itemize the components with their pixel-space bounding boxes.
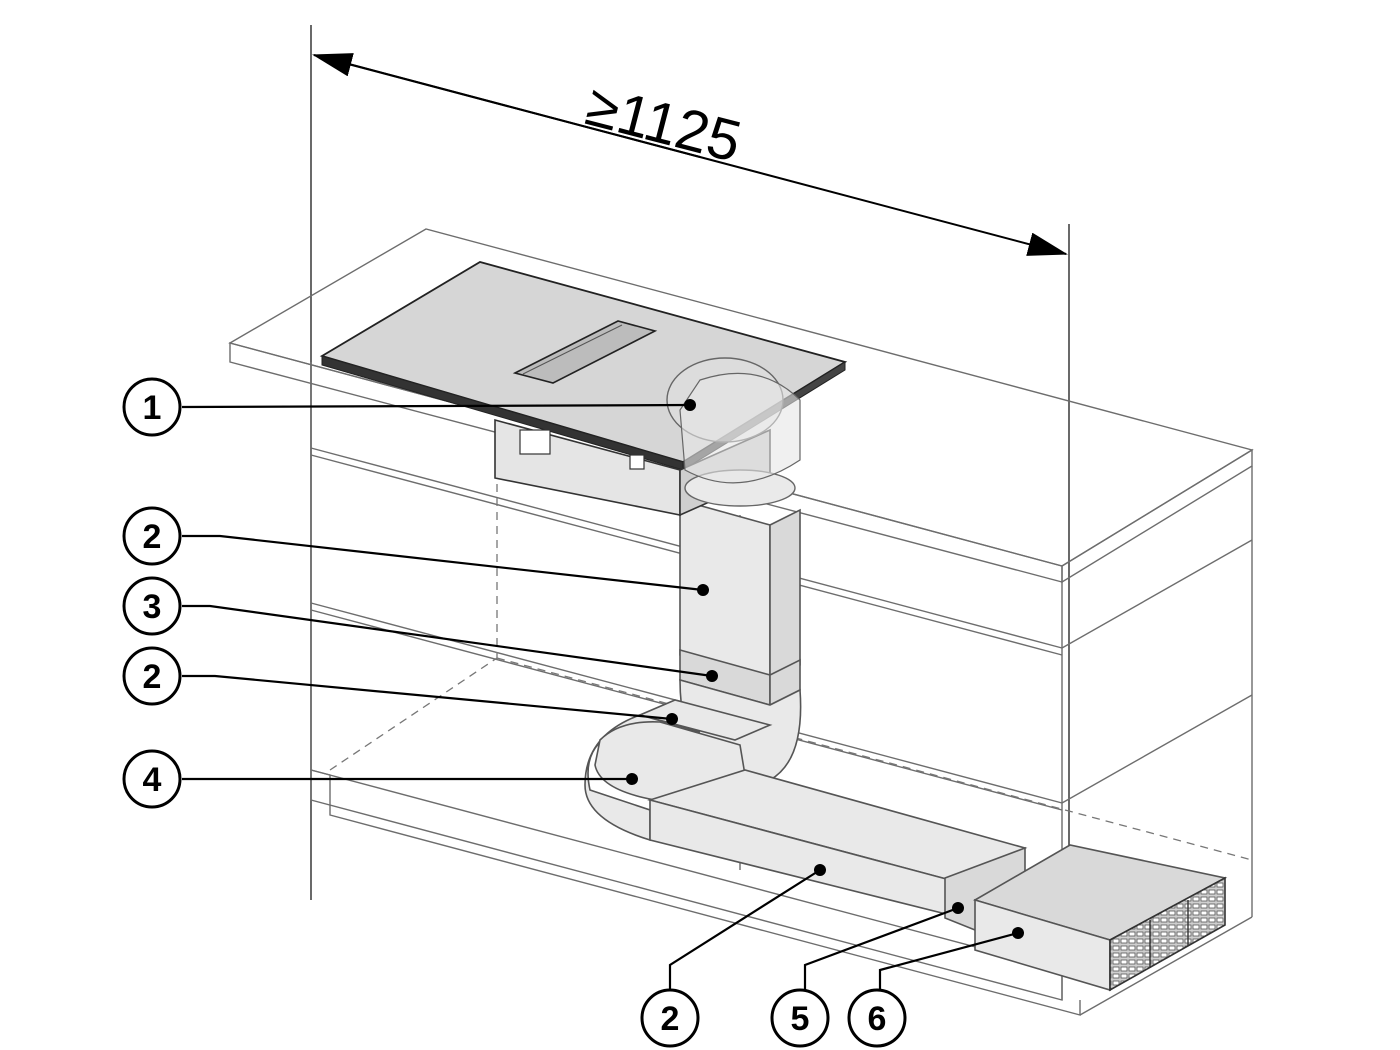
cooktop bbox=[319, 261, 848, 517]
leader-dot-2c bbox=[814, 864, 826, 876]
callout-3-label: 3 bbox=[143, 588, 162, 626]
worktop-side bbox=[1061, 448, 1253, 584]
drawer-side-2 bbox=[1061, 694, 1253, 804]
plinth-left bbox=[310, 769, 331, 800]
callout-2b: 2 bbox=[122, 646, 182, 706]
callout-2a-label: 2 bbox=[143, 518, 162, 556]
leader-dot-3 bbox=[706, 670, 718, 682]
callout-5-label: 5 bbox=[791, 1000, 810, 1038]
short-duct bbox=[637, 699, 773, 741]
extraction-vent bbox=[512, 320, 658, 384]
leader-6 bbox=[878, 931, 1019, 990]
callout-1-label: 1 bbox=[143, 389, 162, 427]
leader-2b bbox=[182, 674, 673, 721]
ducting bbox=[584, 498, 1228, 992]
leader-dot-2a bbox=[697, 584, 709, 596]
callouts: 1 2 3 2 4 2 5 6 bbox=[122, 377, 907, 1048]
plinth-front bbox=[310, 769, 1063, 1001]
vertical-duct-side bbox=[769, 508, 801, 682]
leaders bbox=[181, 399, 1024, 990]
leader-dot-2b bbox=[666, 713, 678, 725]
leader-5 bbox=[803, 906, 959, 990]
hidden-line-floor-left bbox=[329, 657, 498, 771]
extraction-vent-line bbox=[522, 324, 623, 375]
leader-dot-5 bbox=[952, 902, 964, 914]
callout-3: 3 bbox=[122, 576, 182, 636]
leader-3 bbox=[182, 604, 713, 678]
drawer-side-1 bbox=[1061, 539, 1253, 649]
leader-dot-4 bbox=[626, 773, 638, 785]
callout-2a: 2 bbox=[122, 506, 182, 566]
hidden-line-floor-rear bbox=[496, 657, 1253, 861]
leader-2c bbox=[668, 869, 821, 990]
fan-body bbox=[679, 372, 801, 484]
callout-1: 1 bbox=[122, 377, 182, 437]
callout-2b-label: 2 bbox=[143, 658, 162, 696]
control-module-2 bbox=[629, 454, 645, 470]
plinth-side bbox=[1079, 916, 1253, 1016]
callout-6-label: 6 bbox=[868, 1000, 887, 1038]
dimension-arrow-reverse bbox=[312, 53, 701, 158]
control-module bbox=[519, 429, 551, 455]
callout-2c-label: 2 bbox=[661, 1000, 680, 1038]
leader-1 bbox=[181, 403, 691, 409]
dimension-label: ≥1125 bbox=[580, 73, 748, 175]
callout-2c: 2 bbox=[640, 988, 700, 1048]
callout-5: 5 bbox=[770, 988, 830, 1048]
leader-dot-1 bbox=[684, 399, 696, 411]
callout-4-label: 4 bbox=[143, 761, 162, 799]
vent-grille bbox=[1109, 876, 1226, 992]
plinth-front-lower bbox=[329, 800, 1081, 1016]
callout-6: 6 bbox=[847, 988, 907, 1048]
leader-2a bbox=[182, 534, 704, 592]
callout-4: 4 bbox=[122, 749, 182, 809]
leader-dot-6 bbox=[1012, 927, 1024, 939]
